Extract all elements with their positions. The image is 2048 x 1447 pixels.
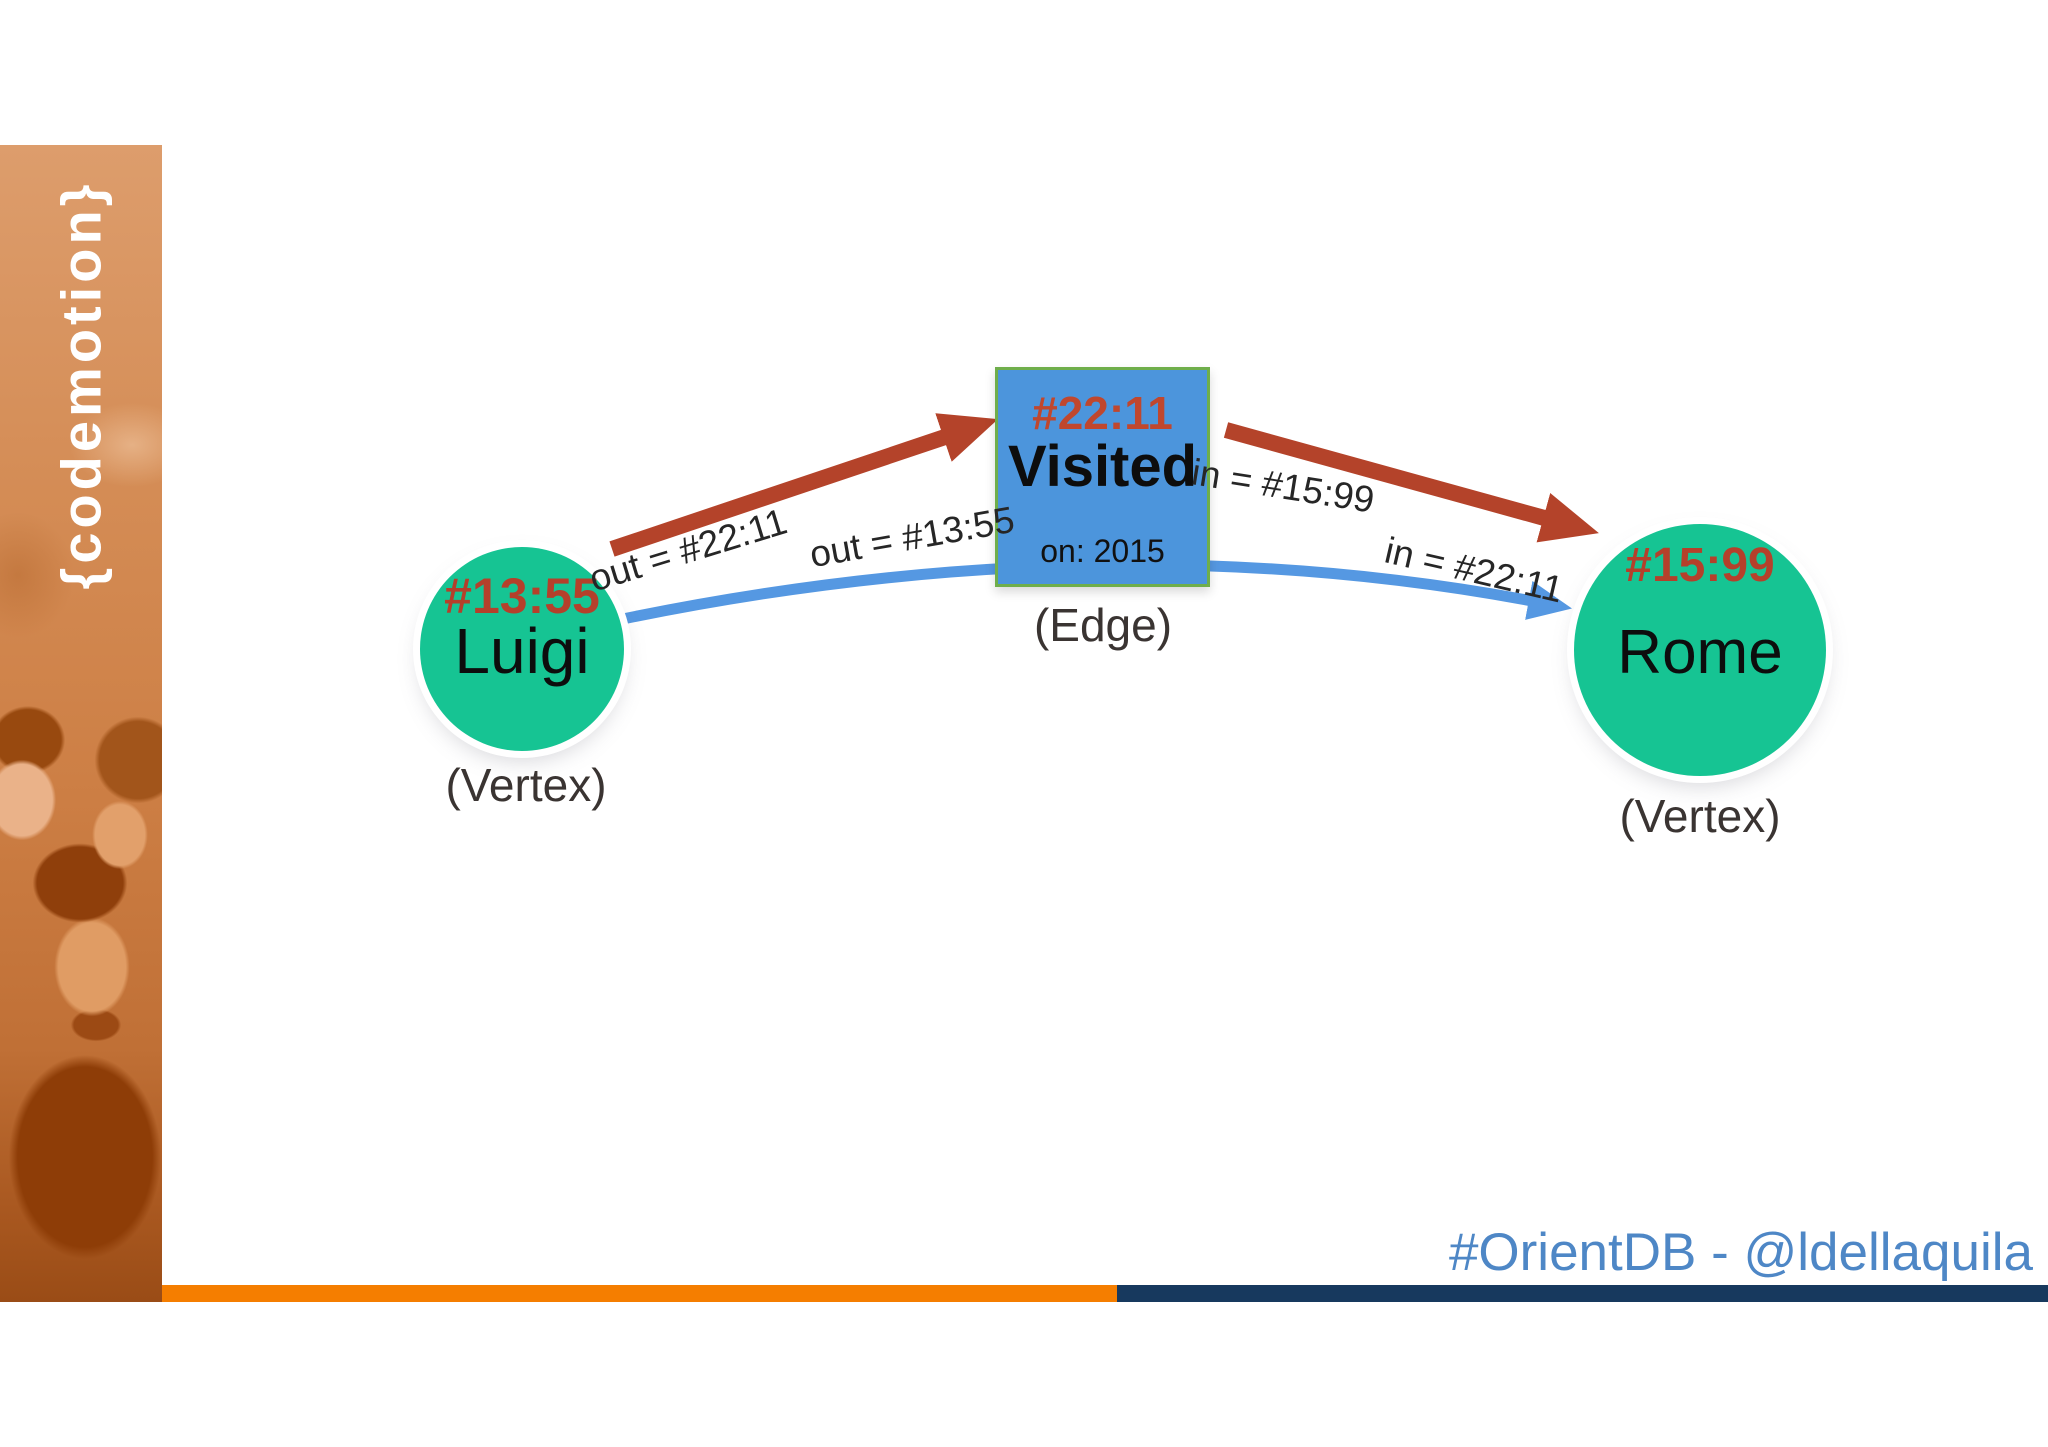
vertex-rome-rid: #15:99 bbox=[1625, 539, 1775, 592]
vertex-luigi-rid: #13:55 bbox=[444, 568, 600, 624]
red-in-arrow bbox=[1223, 422, 1599, 543]
footer-bar-orange bbox=[162, 1285, 1117, 1302]
edge-visited-name: Visited bbox=[1007, 434, 1198, 499]
vertex-rome: #15:99 Rome bbox=[1574, 524, 1826, 776]
red-out-arrow bbox=[609, 413, 999, 557]
vertex-luigi: #13:55 Luigi bbox=[420, 547, 624, 751]
edge-visited-property: on: 2015 bbox=[1040, 533, 1165, 569]
vertex-luigi-caption: (Vertex) bbox=[445, 759, 607, 811]
footer-bar-navy bbox=[1117, 1285, 2048, 1302]
edge-visited-rid: #22:11 bbox=[1032, 387, 1173, 439]
edge-visited: #22:11 Visited on: 2015 bbox=[995, 367, 1210, 587]
vertex-luigi-name: Luigi bbox=[454, 615, 590, 687]
edge-visited-caption: (Edge) bbox=[1033, 599, 1173, 651]
vertex-rome-name: Rome bbox=[1617, 618, 1783, 687]
footer-credit: #OrientDB - @ldellaquila bbox=[1448, 1223, 2033, 1282]
vertex-rome-caption: (Vertex) bbox=[1619, 790, 1781, 842]
sidebar-photo-strip: {codemotion} bbox=[0, 145, 162, 1302]
